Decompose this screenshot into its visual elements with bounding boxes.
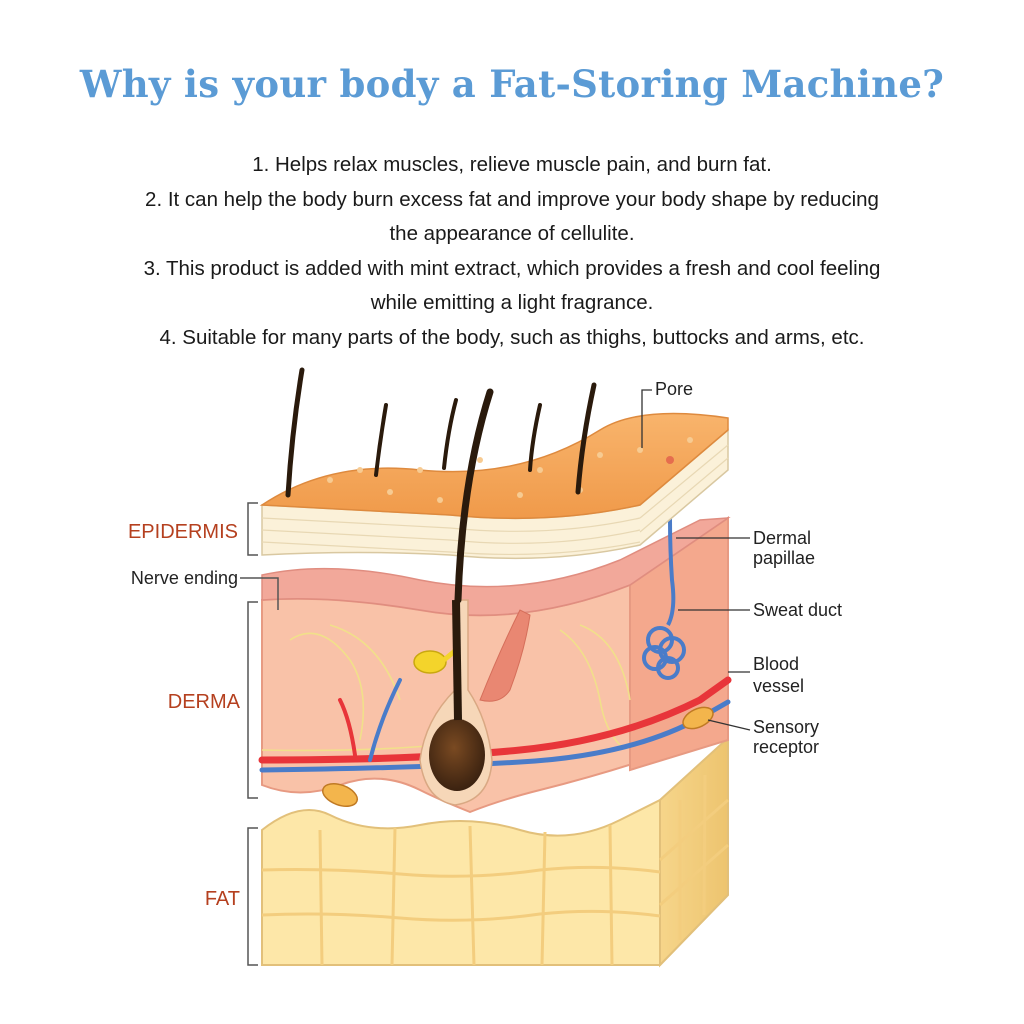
label-dermal-papillae-1: Dermal <box>753 528 811 548</box>
label-fat: FAT <box>205 888 240 910</box>
label-nerve-ending: Nerve ending <box>131 568 238 588</box>
blood-vessels <box>258 676 732 773</box>
benefit-item-1: 1. Helps relax muscles, relieve muscle p… <box>252 153 772 176</box>
skin-layers-diagram: EPIDERMIS DERMA FAT Nerve ending Pore De… <box>128 367 842 968</box>
label-epidermis: EPIDERMIS <box>128 521 238 543</box>
page-title: Why is your body a Fat-Storing Machine? <box>79 62 945 106</box>
benefit-item-2: 2. It can help the body burn excess fat … <box>145 187 879 211</box>
label-derma: DERMA <box>168 691 241 713</box>
label-sweat-duct: Sweat duct <box>753 600 842 620</box>
label-sensory-receptor-1: Sensory <box>753 717 819 737</box>
derma-layer <box>261 516 731 814</box>
sensory-receptors <box>321 706 714 807</box>
hairs <box>285 367 597 604</box>
fat-layer <box>261 735 729 968</box>
label-sensory-receptor-2: receptor <box>753 737 819 757</box>
label-blood-vessel-1: Blood <box>753 654 799 674</box>
layer-brackets <box>240 502 279 966</box>
benefit-list: 1. Helps relax muscles, relieve muscle p… <box>60 148 964 355</box>
label-dermal-papillae-2: papillae <box>753 548 815 568</box>
benefit-item-4: 4. Suitable for many parts of the body, … <box>159 325 865 349</box>
label-pore: Pore <box>655 379 693 399</box>
epidermis-layer <box>259 412 729 560</box>
benefit-item-3-cont: while emitting a light fragrance. <box>370 291 654 314</box>
label-blood-vessel-2: vessel <box>753 676 804 696</box>
benefit-item-3: 3. This product is added with mint extra… <box>143 256 881 280</box>
hair-follicle <box>419 599 493 806</box>
leader-lines <box>641 389 751 731</box>
benefit-item-2-cont: the appearance of cellulite. <box>389 222 635 245</box>
